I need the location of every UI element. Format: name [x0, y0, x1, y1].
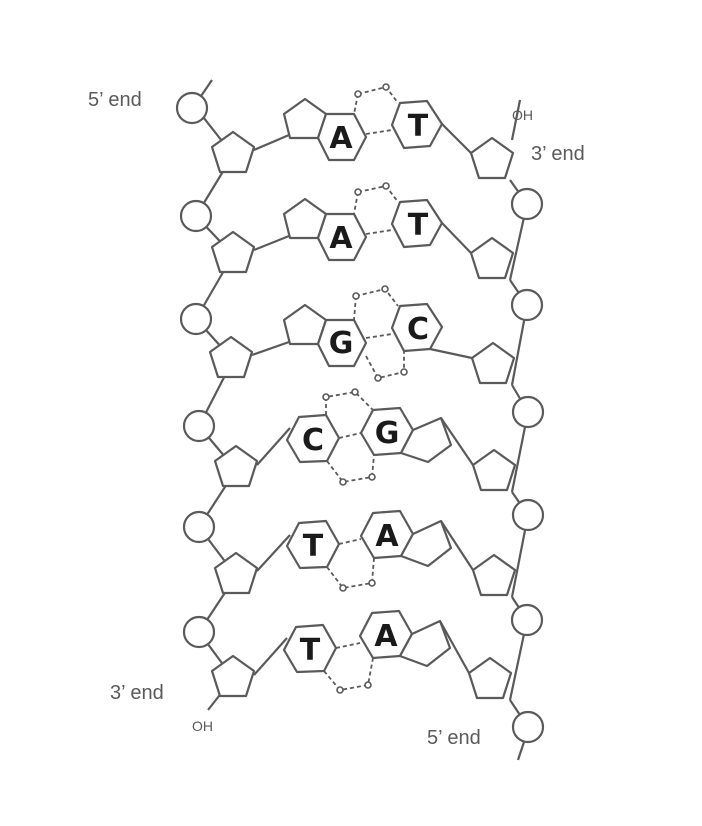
- left-backbone: [175, 79, 259, 711]
- sugar-pentagon: [213, 444, 259, 488]
- hexagon-ring: [316, 112, 368, 162]
- purine-ring: [282, 303, 328, 346]
- sugar-pentagon: [210, 130, 256, 174]
- phosphate-circle: [510, 288, 544, 322]
- left-base-letter: T: [303, 529, 324, 564]
- right-base-letter: A: [375, 519, 399, 554]
- phosphate-circle: [175, 91, 209, 125]
- base-pair-row-1: A T: [253, 83, 472, 162]
- bottom-left-end-label: 3’ end: [110, 682, 164, 704]
- left-base-letter: A: [329, 121, 353, 156]
- sugar-pentagon: [471, 553, 517, 597]
- left-base-letter: A: [329, 221, 353, 256]
- phosphate-circle: [511, 395, 545, 429]
- purine-ring: [282, 97, 328, 140]
- sugar-pentagon: [210, 654, 256, 698]
- purine-ring: [398, 619, 452, 668]
- sugar-pentagon: [467, 656, 513, 700]
- left-base-letter: C: [302, 423, 324, 458]
- sugar-pentagon: [470, 341, 516, 385]
- right-base-letter: T: [408, 109, 429, 144]
- hexagon-ring: [390, 99, 444, 150]
- phosphate-circle: [182, 510, 216, 544]
- phosphate-circle: [182, 615, 216, 649]
- base-pair-row-2: A T: [253, 182, 472, 262]
- right-base-letter: T: [408, 208, 429, 243]
- top-right-oh-label: OH: [512, 107, 533, 123]
- right-base-letter: C: [407, 312, 429, 347]
- sugar-pentagon: [210, 230, 256, 274]
- phosphate-circle: [179, 199, 213, 233]
- sugar-pentagon: [469, 136, 515, 180]
- left-base-letter: T: [300, 633, 321, 668]
- sugar-pentagon: [208, 335, 254, 379]
- sugar-pentagon: [469, 236, 515, 280]
- phosphate-circle: [510, 603, 544, 637]
- phosphate-circle: [510, 187, 544, 221]
- left-base-letter: G: [329, 326, 354, 361]
- phosphate-circle: [182, 409, 216, 443]
- hexagon-ring: [390, 198, 444, 249]
- right-base-letter: A: [374, 619, 398, 654]
- purine-ring: [399, 519, 453, 568]
- purine-ring: [399, 416, 453, 464]
- top-left-end-label: 5’ end: [88, 89, 142, 111]
- bottom-right-end-label: 5’ end: [427, 727, 481, 749]
- sugar-pentagon: [471, 448, 517, 492]
- base-pair-row-4: C G: [256, 388, 474, 486]
- base-pair-row-5: T A: [256, 509, 474, 592]
- top-right-end-label: 3’ end: [531, 143, 585, 165]
- right-base-letter: G: [375, 416, 400, 451]
- purine-ring: [282, 197, 328, 240]
- base-pair-row-3: G C: [251, 285, 473, 382]
- sugar-pentagon: [213, 551, 259, 595]
- base-pair-row-6: T A: [253, 609, 470, 694]
- bottom-left-oh-label: OH: [192, 718, 213, 734]
- right-backbone: [467, 99, 545, 761]
- phosphate-circle: [511, 710, 545, 744]
- phosphate-circle: [179, 302, 213, 336]
- phosphate-circle: [511, 498, 545, 532]
